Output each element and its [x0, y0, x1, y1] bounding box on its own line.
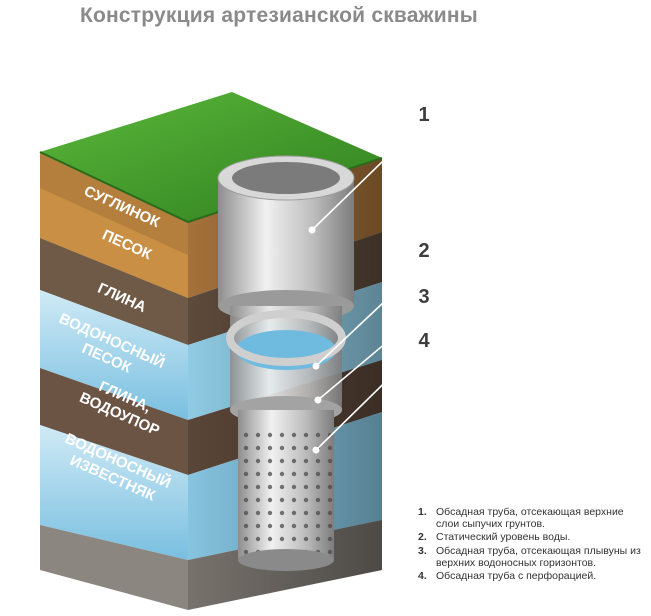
leader-line-4 [315, 349, 419, 451]
leader-line-1 [311, 126, 419, 231]
legend-item: 3.Обсадная труба, отсекающая плывуны из … [418, 544, 641, 569]
diagram-title: Конструкция артезианской скважины [80, 4, 478, 27]
leader-line-3 [317, 315, 419, 401]
casing-pipe-3 [226, 306, 346, 424]
perforated-pipe-4 [238, 410, 334, 571]
legend: 1.Обсадная труба, отсекающая верхние сло… [418, 506, 643, 583]
callout-4: 4 [418, 330, 430, 352]
legend-item: 1.Обсадная труба, отсекающая верхние сло… [418, 506, 624, 531]
casing-pipe-1 [217, 155, 355, 322]
legend-item: 2.Статический уровень воды. [418, 531, 571, 544]
leader-line-2 [315, 269, 419, 367]
legend-item: 4.Обсадная труба с перфорацией. [418, 570, 597, 583]
callout-1: 1 [418, 104, 430, 126]
callout-3: 3 [418, 286, 430, 308]
soil-block-front [40, 152, 188, 610]
grass-top [40, 92, 382, 222]
callout-2: 2 [418, 240, 430, 262]
